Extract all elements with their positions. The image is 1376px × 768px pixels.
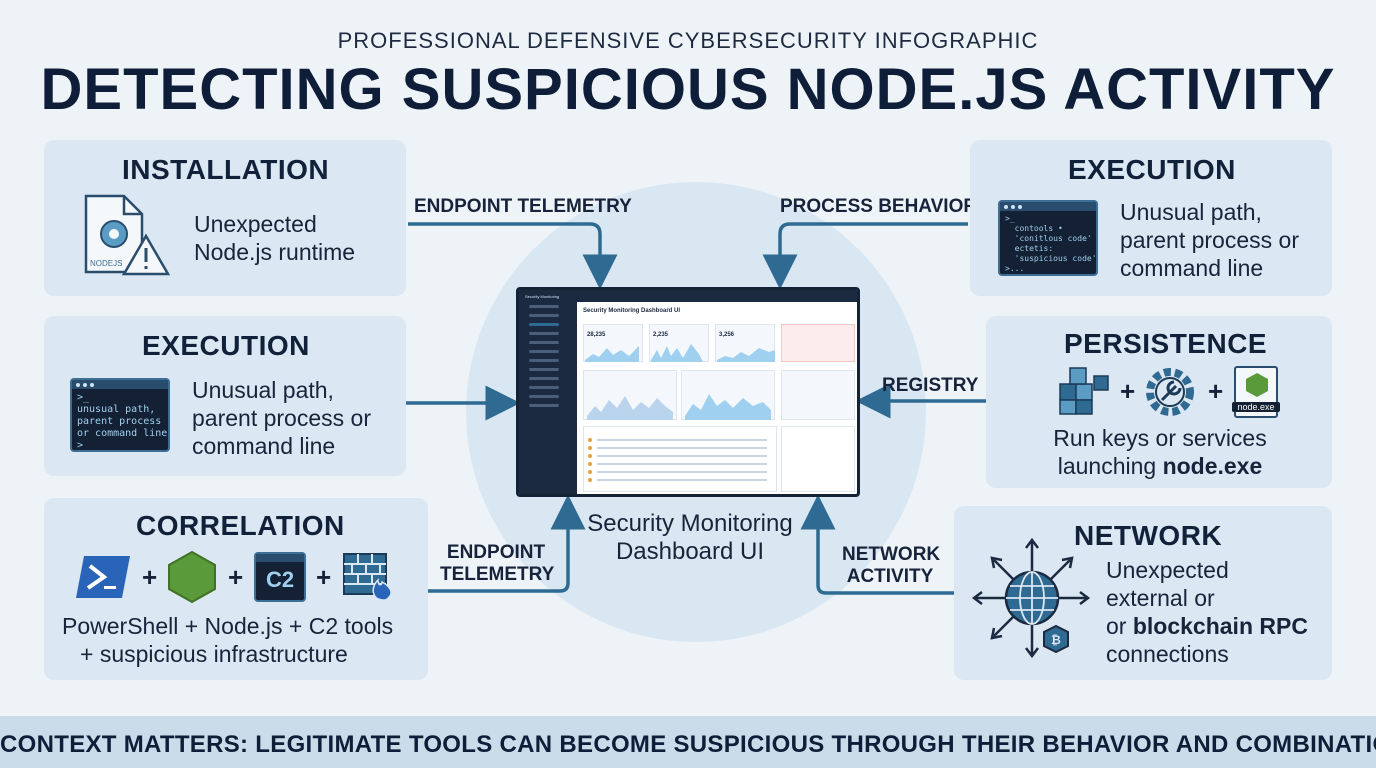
- terminal-left-text: >_ unusual path, parent process or comma…: [77, 392, 168, 451]
- dashboard-topbar: [577, 290, 857, 302]
- dashboard-caption-line1: Security Monitoring: [587, 510, 793, 537]
- correlation-card: CORRELATION + + C2 + PowerShell + Node.j…: [44, 498, 428, 680]
- network-line1: Unexpected: [1106, 557, 1229, 583]
- dashboard-caption-line2: Dashboard UI: [615, 538, 765, 565]
- arrow-endpoint-telemetry-top: [408, 222, 618, 290]
- network-card: NETWORK ₿ Unexpected external or or bloc…: [954, 506, 1332, 680]
- arrow-endpoint-telemetry-bottom: [428, 494, 586, 593]
- arrow-process-behavior: [762, 222, 968, 290]
- dashboard-notifications-panel: [781, 370, 855, 420]
- flow-label-network-line2: ACTIVITY: [846, 566, 934, 587]
- plus-sign: +: [1120, 376, 1136, 406]
- dashboard-heading: Security Monitoring Dashboard UI: [583, 308, 681, 314]
- page-title: DETECTING SUSPICIOUS NODE.JS ACTIVITY: [40, 57, 1336, 122]
- execution-left-card: EXECUTION >_ unusual path, parent proces…: [44, 316, 406, 476]
- globe-network-icon: ₿: [971, 537, 1091, 659]
- nodejs-hexagon-icon: [168, 550, 216, 604]
- execution-right-title: EXECUTION: [1068, 154, 1236, 185]
- network-desc: Unexpected external or or blockchain RPC…: [1106, 556, 1308, 668]
- execution-left-desc: Unusual path, parent process or command …: [192, 376, 371, 460]
- installation-desc: Unexpected Node.js runtime: [194, 210, 355, 266]
- execution-right-line2: parent process or: [1120, 227, 1299, 253]
- persistence-title: PERSISTENCE: [1064, 328, 1268, 359]
- plus-sign: +: [316, 562, 332, 592]
- node-exe-label: node.exe: [1232, 402, 1280, 412]
- dashboard-kpi-1: 28,235: [587, 332, 606, 338]
- flow-label-endpoint-bottom-line2: TELEMETRY: [440, 564, 555, 585]
- flow-label-registry: REGISTRY: [882, 375, 979, 396]
- dashboard-sparklines: [585, 344, 775, 362]
- terminal-icon-right: >_ contools • 'conitlous code' ectetis: …: [998, 200, 1098, 276]
- execution-left-title: EXECUTION: [142, 330, 310, 361]
- installation-title: INSTALLATION: [122, 154, 330, 185]
- flow-label-process-behavior: PROCESS BEHAVIOR: [780, 196, 978, 217]
- c2-label: C2: [265, 567, 295, 592]
- flow-label-endpoint-bottom: ENDPOINT TELEMETRY: [440, 542, 555, 586]
- dashboard-app-name: Security Monitoring: [525, 294, 560, 299]
- flow-label-network-activity: NETWORK ACTIVITY: [842, 544, 941, 588]
- dashboard-table-rows: [588, 438, 767, 482]
- dashboard-caption: Security Monitoring Dashboard UI: [566, 510, 814, 566]
- persistence-line1: Run keys or services: [1053, 425, 1267, 451]
- installation-card: INSTALLATION NODEJS Unexpected Node.js r…: [44, 140, 406, 296]
- nodejs-file-warning-icon: NODEJS: [84, 194, 171, 276]
- correlation-line1: PowerShell + Node.js + C2 tools: [62, 613, 394, 639]
- correlation-line2: + suspicious infrastructure: [80, 641, 348, 667]
- arrow-network-activity: [800, 494, 954, 595]
- execution-right-line1: Unusual path,: [1120, 199, 1262, 225]
- execution-right-desc: Unusual path, parent process or command …: [1120, 198, 1299, 282]
- terminal-icon-left: >_ unusual path, parent process or comma…: [70, 378, 170, 452]
- dashboard-alert-panel: [781, 324, 855, 362]
- persistence-desc: Run keys or services launching node.exe: [1048, 424, 1272, 480]
- gear-wrench-icon: [1146, 368, 1194, 416]
- plus-sign: +: [142, 562, 158, 592]
- execution-right-line3: command line: [1120, 255, 1264, 281]
- firewall-fire-icon: [343, 553, 392, 601]
- flow-label-endpoint-telemetry-top: ENDPOINT TELEMETRY: [414, 196, 632, 217]
- powershell-icon: [76, 556, 130, 598]
- network-line4: connections: [1106, 641, 1229, 667]
- correlation-desc: PowerShell + Node.js + C2 tools + suspic…: [62, 612, 393, 668]
- page-subtitle: PROFESSIONAL DEFENSIVE CYBERSECURITY INF…: [337, 28, 1039, 53]
- plus-sign: +: [228, 562, 244, 592]
- plus-sign: +: [1208, 376, 1224, 406]
- correlation-title: CORRELATION: [136, 510, 345, 541]
- svg-text:₿: ₿: [1051, 633, 1061, 647]
- execution-right-card: EXECUTION >_ contools • 'conitlous code'…: [970, 140, 1332, 296]
- dashboard-kpi-3: 3,256: [719, 332, 735, 338]
- installation-line2: Node.js runtime: [194, 239, 356, 265]
- file-label-text: NODEJS: [90, 259, 122, 268]
- network-title: NETWORK: [1074, 520, 1223, 551]
- execution-left-line3: command line: [192, 433, 336, 459]
- execution-left-line2: parent process or: [192, 405, 371, 431]
- flow-label-endpoint-bottom-line1: ENDPOINT: [446, 542, 546, 563]
- network-line3: or blockchain RPC: [1106, 612, 1308, 640]
- network-line2: external or: [1106, 585, 1215, 611]
- nodejs-mini-icon: [1246, 373, 1268, 397]
- dashboard-events-panel: [781, 426, 855, 492]
- persistence-line2-prefix: launching: [1057, 453, 1163, 479]
- c2-terminal-icon: C2: [254, 552, 306, 602]
- registry-cubes-icon: [1059, 367, 1109, 415]
- security-dashboard-mockup: Security Monitoring Security Monitoring …: [516, 287, 860, 497]
- terminal-right-text: >_ contools • 'conitlous code' ectetis: …: [1005, 214, 1097, 273]
- footer-banner: CONTEXT MATTERS: LEGITIMATE TOOLS CAN BE…: [0, 716, 1376, 768]
- flow-label-network-line1: NETWORK: [842, 544, 941, 565]
- persistence-line2: launching node.exe: [1048, 452, 1272, 480]
- network-line3-bold: blockchain RPC: [1132, 613, 1308, 639]
- persistence-card: PERSISTENCE + + node.exe Run keys or ser…: [986, 316, 1332, 488]
- dashboard-area-charts: [587, 394, 771, 420]
- execution-left-line1: Unusual path,: [192, 377, 334, 403]
- network-line3-prefix: or: [1106, 613, 1133, 639]
- dashboard-kpi-2: 2,235: [653, 332, 669, 338]
- dashboard-sidebar: Security Monitoring: [519, 290, 577, 494]
- node-exe-file-icon: node.exe: [1232, 366, 1280, 418]
- persistence-line2-bold: node.exe: [1162, 453, 1263, 479]
- installation-line1: Unexpected: [194, 211, 317, 237]
